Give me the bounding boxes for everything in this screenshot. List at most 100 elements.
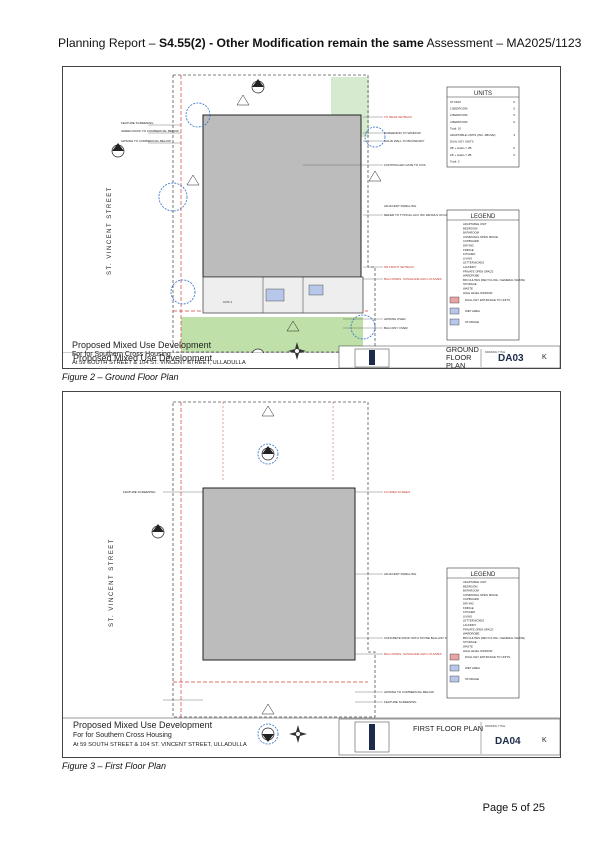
building-footprint (202, 487, 356, 661)
drawing-title-label: DRAWING TITLE (485, 724, 505, 728)
building-footprint (202, 114, 362, 278)
section-marker (261, 727, 275, 742)
legend-item: KITCHEN (463, 252, 475, 256)
legend-item: HIGH LEVEL WINDOW (463, 291, 493, 295)
units-row-value: 0 (513, 153, 515, 157)
annotation-label: AWNING OVER (384, 317, 406, 321)
annotation-label: FEATURE SCREENING (384, 700, 417, 704)
revision-triangle (236, 94, 250, 106)
units-row-label: STUDIO (450, 100, 462, 104)
legend-swatch (449, 296, 460, 304)
legend-item: FRIDGE (463, 606, 474, 610)
tree-outline (350, 314, 376, 340)
legend-item: DRYING (463, 602, 474, 606)
first-floor-plan-sheet: FEATURE SCREENING FLOWER SCREEN ADJACENT… (62, 391, 561, 758)
section-marker (251, 79, 265, 94)
legend-swatch (449, 653, 460, 661)
annotation-label: COS 1 (223, 300, 232, 304)
legend-item: COMMUNAL OPEN SPACE (463, 593, 498, 597)
legend-item: WASTE (463, 287, 473, 291)
compass-icon (289, 725, 307, 743)
units-row-label: Total: 10 (450, 126, 461, 130)
tree-outline (170, 279, 196, 305)
legend-item: ADAPTABLE UNIT (463, 580, 487, 584)
storage-area (308, 284, 324, 296)
legend-swatch (449, 307, 460, 315)
legend-swatch-label: STORAGE (465, 320, 479, 324)
legend: LEGEND ADAPTABLE UNITBEDROOMBATHROOMCOMM… (446, 209, 525, 341)
legend-item: KITCHEN (463, 610, 475, 614)
units-row-value: 0 (513, 146, 515, 150)
revision-triangle (261, 703, 275, 715)
annotation-label: BALCONIES, SUNSHADE AND LOUVRES (384, 652, 442, 656)
legend-item: CUPBOARD (463, 239, 479, 243)
revision-triangle (261, 405, 275, 417)
units-row-value: 0 (513, 120, 515, 124)
street-label: ST. VINCENT STREET (109, 538, 115, 627)
revision-triangle (368, 170, 382, 182)
title-block: DRAWING TITLE (63, 345, 560, 368)
client-name: For for Southern Cross Housing (73, 732, 172, 739)
page-number: Page 5 of 25 (482, 802, 545, 814)
landscape-area (181, 317, 363, 352)
tree-outline (257, 723, 279, 745)
units-row-value: 5 (513, 107, 515, 111)
annotation-label: GREEN ROOF TO COMMERCIAL BELOW (121, 129, 179, 133)
drawing-title: GROUND FLOOR PLAN (446, 345, 479, 370)
units-row-label: 1 BEDROOM (450, 107, 468, 111)
units-row-label: DUAL KEY UNITS (450, 140, 474, 144)
site-address: At 59 SOUTH STREET & 104 ST. VINCENT STR… (73, 742, 247, 748)
legend-title: LEGEND (471, 214, 496, 220)
annotation-label: BALCONIES, SUNSHADE AND LOUVRES (384, 277, 442, 281)
figure-caption: Figure 3 – First Floor Plan (62, 761, 167, 771)
ground-title-block-text: Proposed Mixed Use Development For for S… (62, 340, 559, 370)
legend-item: LETTER BOXES (463, 619, 484, 623)
revision-letter: K (542, 737, 547, 744)
legend-item: BATHROOM (463, 589, 480, 593)
client-name: For for Southern Cross Housing (72, 351, 171, 358)
project-title: Proposed Mixed Use Development (72, 340, 212, 350)
annotation-label: TO REAR SETBACK (384, 115, 412, 119)
project-title: Proposed Mixed Use Development (73, 720, 213, 730)
tree-outline (257, 443, 279, 465)
revision-triangle (286, 320, 300, 332)
units-row-value: 0 (513, 100, 515, 104)
units-row-label: ADAPTABLE UNITS (INC. ABOVE) (450, 133, 495, 137)
report-header: Planning Report – S4.55(2) - Other Modif… (58, 36, 582, 50)
legend-swatch (449, 318, 460, 326)
units-row-label: 3 BEDROOM (450, 120, 468, 124)
drawing-number: DA03 (498, 353, 524, 364)
legend-item: WARDROBE (463, 632, 480, 636)
legend-item: BEDROOM (463, 226, 478, 230)
wet-area (265, 288, 285, 302)
legend-item: LAUNDRY (463, 265, 476, 269)
units-table-title: UNITS (474, 91, 492, 97)
annotation-label: FLOWER SCREEN (384, 490, 410, 494)
units-row-value: 3 (513, 133, 515, 137)
legend-item: BIN CHUTES (RECYCLING / GENERAL WASTE) (463, 636, 525, 640)
annotation-label: CONTROLLED GATE TO COS (384, 163, 426, 167)
legend-swatch (449, 664, 460, 672)
legend-item: HIGH LEVEL WINDOW (463, 649, 493, 653)
annotation-label: AWNING TO COMMERCIAL BELOW (384, 690, 434, 694)
units-row-label: 2B + studio = 2B (450, 146, 471, 150)
units-row-label: 1B + studio = 2B (450, 153, 471, 157)
property-boundary (172, 401, 376, 718)
drawing-title-label: DRAWING TITLE (485, 350, 505, 354)
title-block: DRAWING TITLE (63, 717, 560, 756)
legend-swatch (449, 675, 460, 683)
drawing-number: DA04 (495, 736, 521, 747)
legend-item: LIVING (463, 614, 472, 618)
legend-item: LIVING (463, 256, 472, 260)
annotation-label: BALCONY OVER (384, 326, 408, 330)
annotation-label: CONCRETE ROOF WITH STONE BALLAST OVER CO… (384, 636, 486, 640)
annotation-label: AWNING TO COMMERCIAL BELOW (121, 139, 171, 143)
section-marker (261, 446, 275, 461)
legend-title: LEGEND (471, 572, 496, 578)
ground-floor-plan-drawing: FEATURE SCREENING GREEN ROOF TO COMMERCI… (63, 74, 560, 368)
drawing-title: FIRST FLOOR PLAN (413, 724, 484, 733)
tree-outline (185, 102, 211, 128)
section-marker (151, 524, 165, 539)
legend-item: COMMUNAL OPEN SPACE (463, 235, 498, 239)
